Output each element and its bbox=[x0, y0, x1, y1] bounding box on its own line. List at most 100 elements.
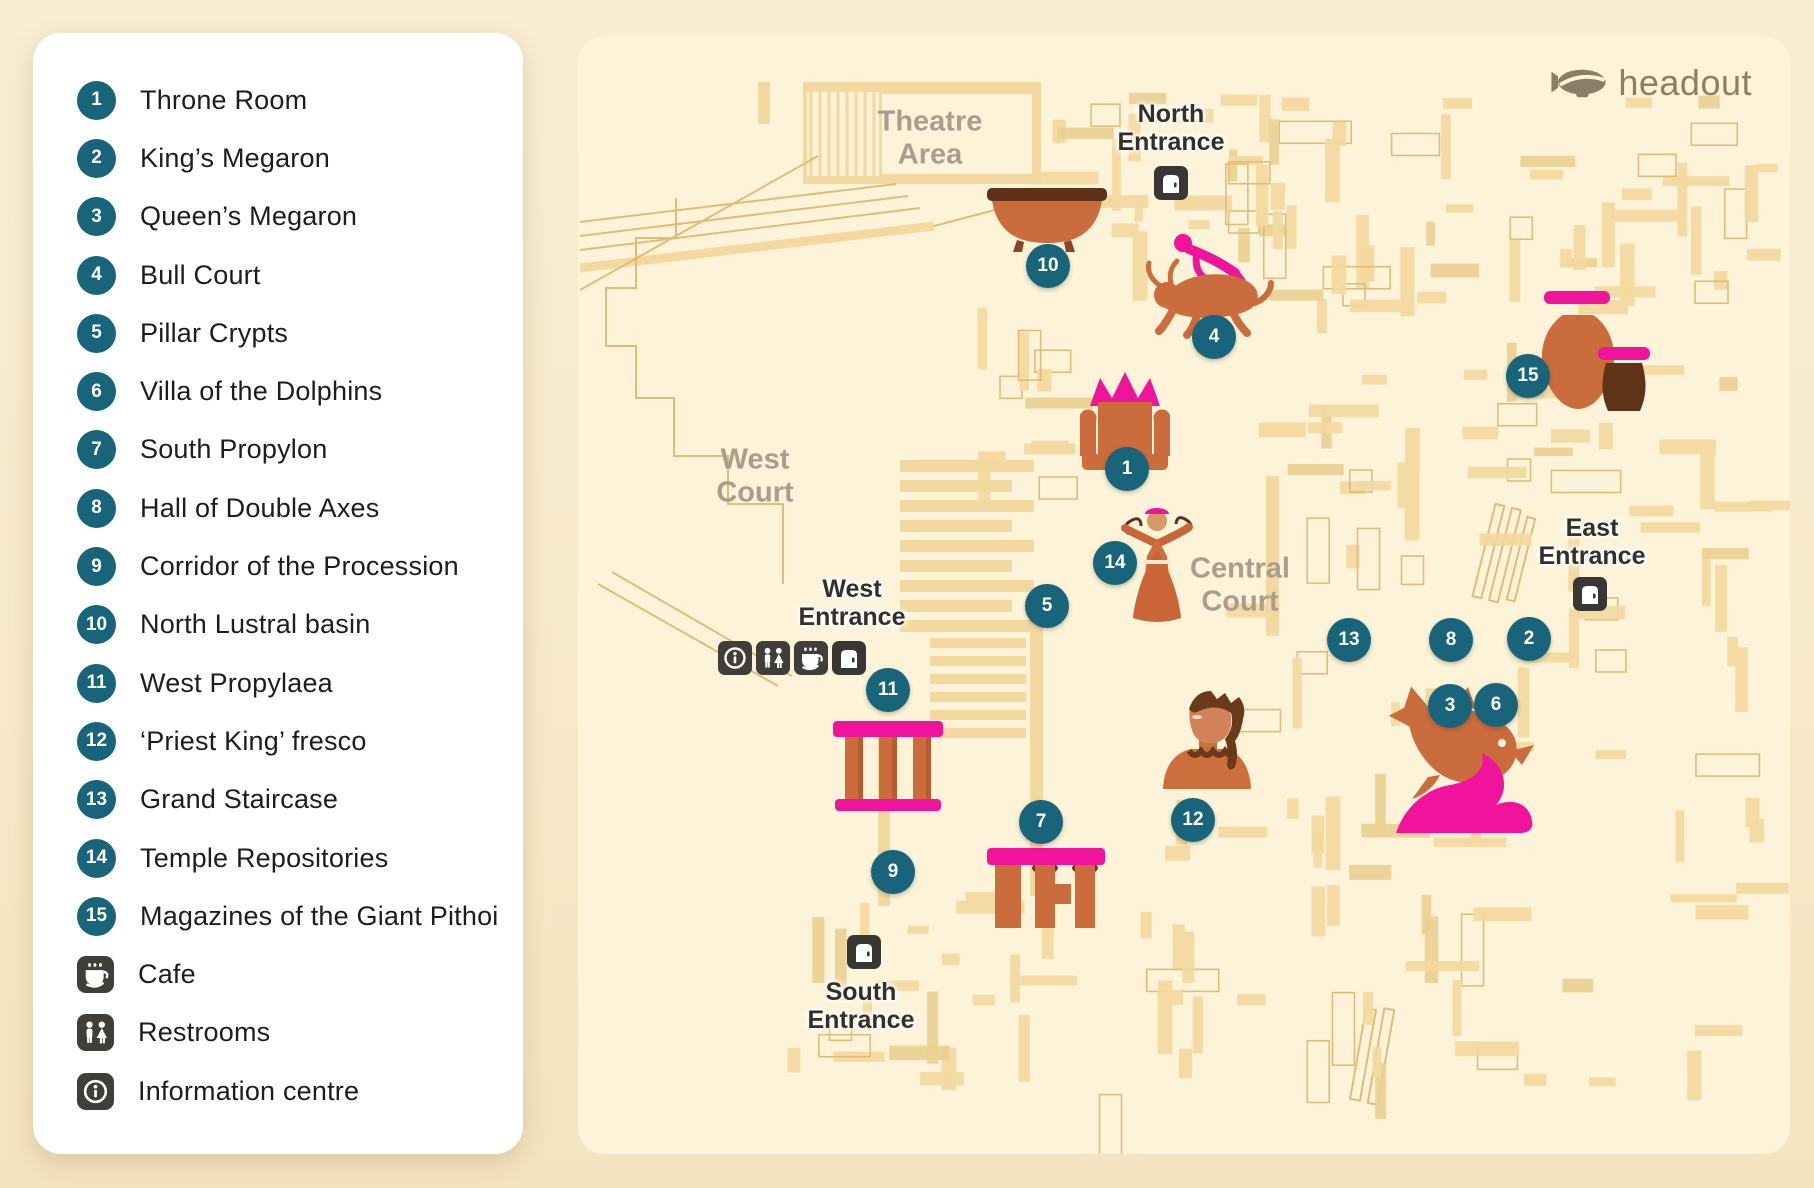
legend-panel: 1 Throne Room 2 King’s Megaron 3 Queen’s… bbox=[33, 33, 523, 1154]
legend-item-label: Information centre bbox=[138, 1075, 360, 1106]
legend-number-badge: 4 bbox=[77, 255, 116, 295]
legend-item-label: Corridor of the Procession bbox=[140, 551, 459, 582]
map-marker-3[interactable]: 3 bbox=[1428, 684, 1472, 728]
map-marker-8[interactable]: 8 bbox=[1429, 618, 1473, 662]
map-marker-1[interactable]: 1 bbox=[1105, 447, 1149, 491]
legend-number-badge: 8 bbox=[77, 488, 116, 528]
legend-item: 10 North Lustral basin bbox=[33, 596, 523, 654]
legend-item-label: South Propylon bbox=[140, 434, 328, 465]
site-map: headout bbox=[578, 36, 1790, 1154]
legend-number-badge: 11 bbox=[77, 663, 116, 703]
east-entrance-label: East Entrance bbox=[1538, 514, 1646, 570]
legend-number-badge: 14 bbox=[77, 838, 116, 878]
legend-item-label: Cafe bbox=[138, 959, 196, 990]
legend-item-label: Restrooms bbox=[138, 1017, 271, 1048]
cafe-icon bbox=[794, 641, 828, 675]
legend-number-badge: 1 bbox=[77, 80, 116, 120]
map-marker-13[interactable]: 13 bbox=[1327, 618, 1371, 662]
legend-number-badge: 13 bbox=[77, 780, 116, 820]
west-propylaea-colonnade-icon bbox=[833, 721, 943, 811]
legend-item: 7 South Propylon bbox=[33, 421, 523, 479]
restrooms-icon bbox=[756, 641, 790, 675]
map-marker-15[interactable]: 15 bbox=[1506, 354, 1550, 398]
info-icon bbox=[718, 641, 752, 675]
legend-number-badge: 9 bbox=[77, 547, 116, 587]
restrooms-icon bbox=[77, 1014, 114, 1051]
map-marker-11[interactable]: 11 bbox=[866, 668, 910, 712]
door-icon bbox=[832, 641, 866, 675]
legend-item-label: Grand Staircase bbox=[140, 784, 339, 815]
east-entrance-door-icon bbox=[1573, 577, 1607, 611]
legend-item: Cafe bbox=[33, 945, 523, 1003]
legend-item: 11 West Propylaea bbox=[33, 654, 523, 712]
map-marker-2[interactable]: 2 bbox=[1507, 617, 1551, 661]
legend-item-label: North Lustral basin bbox=[140, 609, 371, 640]
west-court-label: West Court bbox=[716, 443, 794, 509]
legend-item-label: King’s Megaron bbox=[140, 142, 330, 173]
legend-item: Restrooms bbox=[33, 1004, 523, 1062]
map-walls-decor bbox=[579, 82, 1790, 1154]
legend-item: 12 ‘Priest King’ fresco bbox=[33, 712, 523, 770]
south-entrance-door-icon bbox=[847, 935, 881, 969]
map-marker-12[interactable]: 12 bbox=[1171, 798, 1215, 842]
south-entrance-label: South Entrance bbox=[807, 978, 915, 1034]
legend-number-badge: 2 bbox=[77, 138, 116, 178]
legend-item: 14 Temple Repositories bbox=[33, 829, 523, 887]
priest-king-fresco-icon bbox=[1163, 691, 1251, 789]
legend-item: 3 Queen’s Megaron bbox=[33, 188, 523, 246]
legend-number-badge: 3 bbox=[77, 197, 116, 237]
legend-item: 15 Magazines of the Giant Pithoi bbox=[33, 887, 523, 945]
bull-figure bbox=[1146, 258, 1274, 339]
map-marker-7[interactable]: 7 bbox=[1019, 800, 1063, 844]
legend-item-label: ‘Priest King’ fresco bbox=[140, 725, 367, 756]
theatre-area-label: Theatre Area bbox=[877, 105, 983, 171]
legend-number-badge: 15 bbox=[77, 896, 116, 936]
cafe-icon bbox=[77, 956, 114, 993]
legend-item: 2 King’s Megaron bbox=[33, 129, 523, 187]
legend-item-label: West Propylaea bbox=[140, 667, 333, 698]
south-propylon-icon bbox=[987, 848, 1105, 928]
legend-item-label: Bull Court bbox=[140, 259, 261, 290]
legend-number-badge: 6 bbox=[77, 372, 116, 412]
legend-number-badge: 7 bbox=[77, 430, 116, 470]
legend-item: 8 Hall of Double Axes bbox=[33, 479, 523, 537]
info-icon bbox=[77, 1073, 114, 1110]
legend-item-label: Hall of Double Axes bbox=[140, 492, 380, 523]
headout-logo-text: headout bbox=[1618, 62, 1752, 103]
north-entrance-label: North Entrance bbox=[1117, 100, 1225, 156]
bull-leaping-icon bbox=[1146, 234, 1274, 339]
legend-item-label: Temple Repositories bbox=[140, 842, 389, 873]
legend-item: 1 Throne Room bbox=[33, 71, 523, 129]
giant-pithoi-icon bbox=[1541, 291, 1650, 411]
wave-figure bbox=[1396, 753, 1533, 833]
legend-item-label: Queen’s Megaron bbox=[140, 201, 358, 232]
map-marker-14[interactable]: 14 bbox=[1093, 541, 1137, 585]
legend-item: 5 Pillar Crypts bbox=[33, 304, 523, 362]
legend-item-label: Throne Room bbox=[140, 84, 308, 115]
legend-item-label: Pillar Crypts bbox=[140, 317, 289, 348]
west-entrance-label: West Entrance bbox=[798, 575, 906, 631]
legend-item-label: Villa of the Dolphins bbox=[140, 376, 383, 407]
north-entrance-door-icon bbox=[1154, 166, 1188, 200]
legend-list: 1 Throne Room 2 King’s Megaron 3 Queen’s… bbox=[33, 71, 523, 1120]
legend-number-badge: 12 bbox=[77, 721, 116, 761]
snake-goddess-icon bbox=[1121, 508, 1193, 622]
legend-number-badge: 10 bbox=[77, 605, 116, 645]
map-marker-4[interactable]: 4 bbox=[1192, 315, 1236, 359]
blimp-icon bbox=[1551, 69, 1606, 98]
map-marker-10[interactable]: 10 bbox=[1026, 244, 1070, 288]
map-marker-9[interactable]: 9 bbox=[871, 850, 915, 894]
headout-logo: headout bbox=[1550, 62, 1752, 104]
lustral-basin-bathtub-icon bbox=[987, 188, 1107, 252]
legend-item: 6 Villa of the Dolphins bbox=[33, 362, 523, 420]
legend-item: 9 Corridor of the Procession bbox=[33, 537, 523, 595]
legend-item: 4 Bull Court bbox=[33, 246, 523, 304]
legend-item: 13 Grand Staircase bbox=[33, 771, 523, 829]
legend-item-label: Magazines of the Giant Pithoi bbox=[140, 900, 499, 931]
legend-number-badge: 5 bbox=[77, 313, 116, 353]
map-marker-5[interactable]: 5 bbox=[1025, 584, 1069, 628]
legend-item: Information centre bbox=[33, 1062, 523, 1120]
west-entrance-facilities bbox=[718, 641, 866, 675]
central-court-label: Central Court bbox=[1190, 552, 1290, 618]
map-marker-6[interactable]: 6 bbox=[1474, 683, 1518, 727]
